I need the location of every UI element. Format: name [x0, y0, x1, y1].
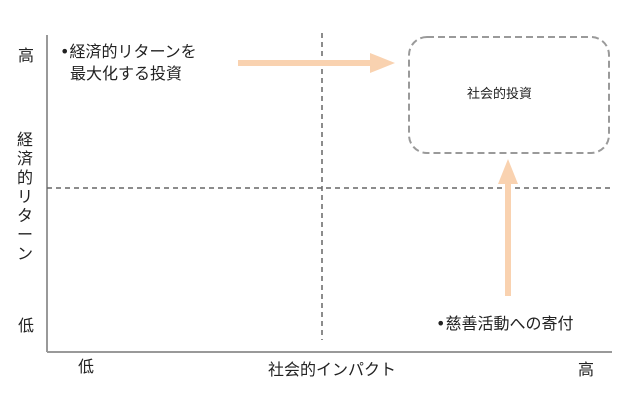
x-axis-low-label: 低 [78, 357, 95, 376]
top-left-note-line1: •経済的リターンを [60, 42, 197, 61]
social-investment-box [408, 36, 610, 154]
top-left-note-line2: 最大化する投資 [70, 64, 183, 83]
x-axis-title: 社会的インパクト [268, 360, 397, 379]
y-axis-low-label: 低 [18, 316, 35, 335]
y-axis-title: 経済的リターン [16, 130, 33, 263]
social-investment-label: 社会的投資 [467, 87, 533, 102]
up-arrow [498, 159, 518, 296]
bottom-right-note: •慈善活動への寄付 [436, 314, 574, 333]
y-axis-high-label: 高 [18, 46, 35, 65]
right-arrow [238, 53, 395, 73]
x-axis-high-label: 高 [578, 360, 595, 379]
